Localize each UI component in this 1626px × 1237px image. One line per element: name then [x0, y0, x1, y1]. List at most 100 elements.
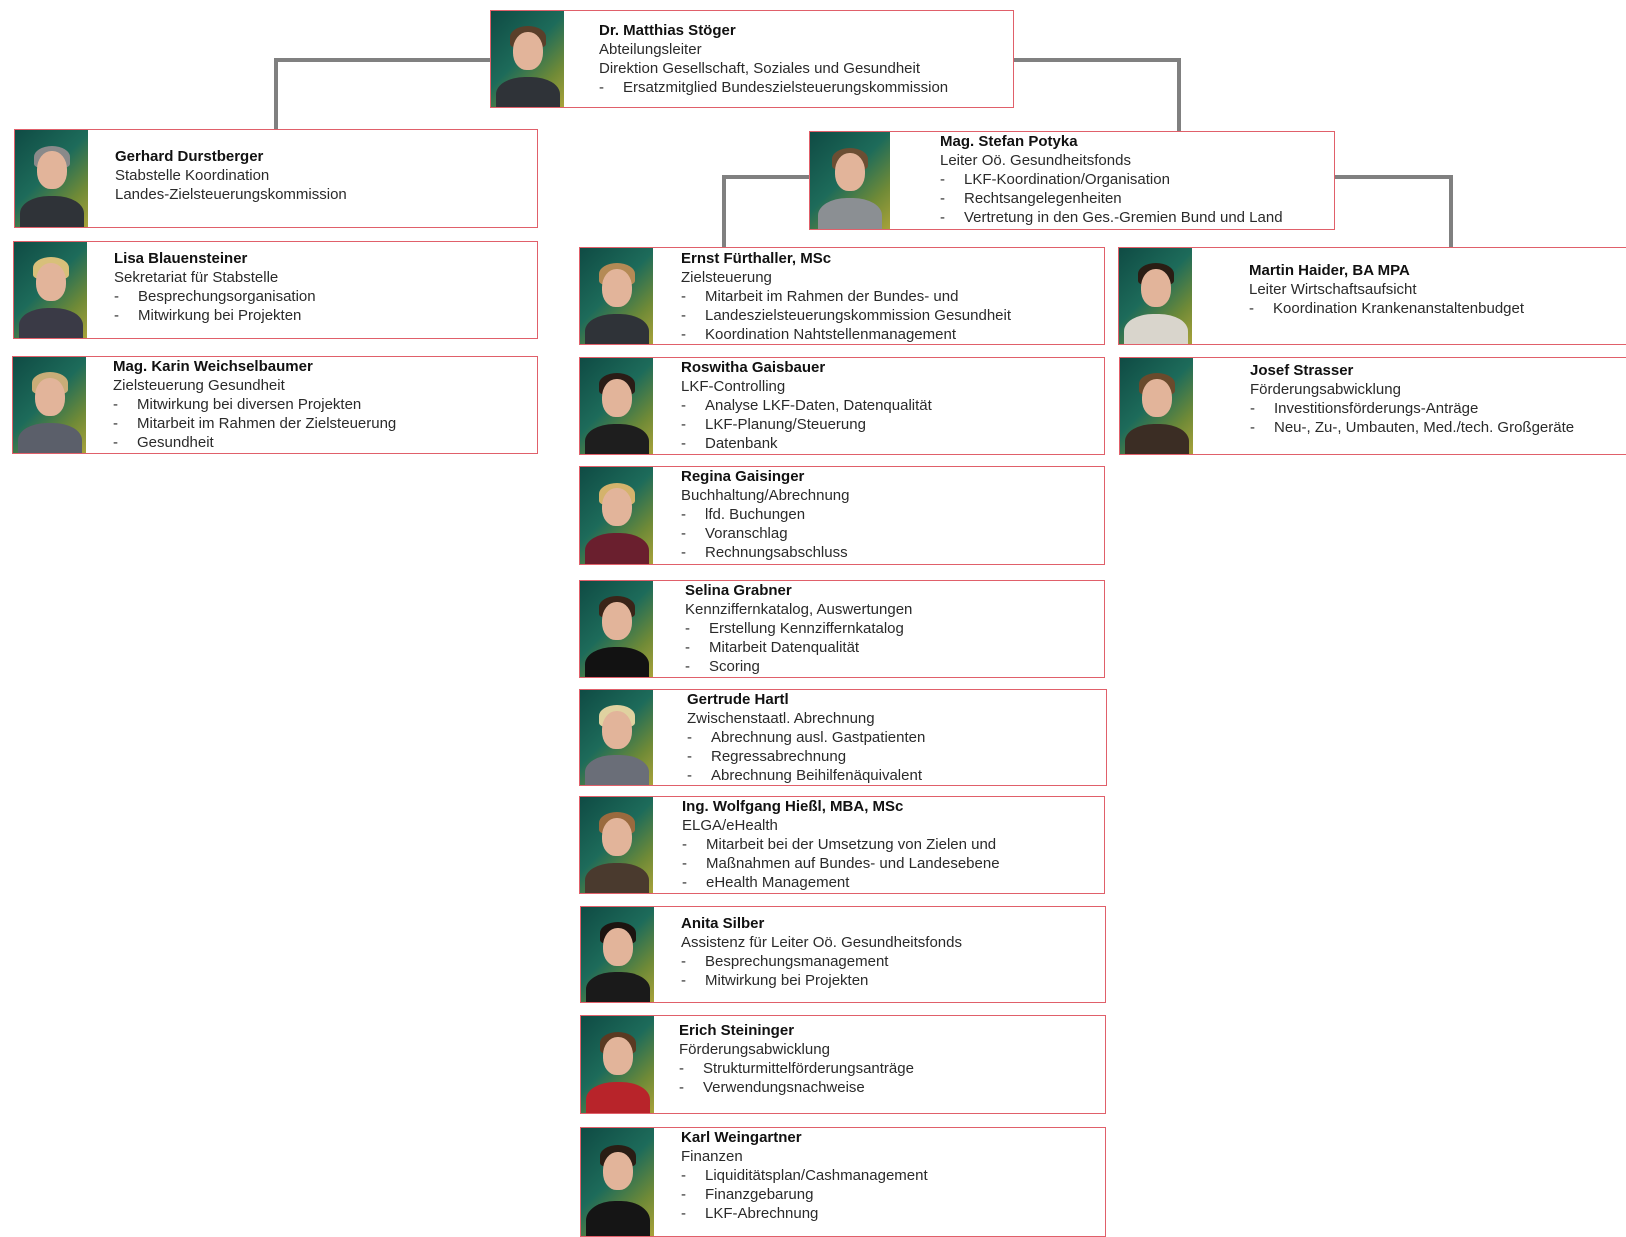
responsibility-item: -Finanzgebarung — [681, 1185, 1099, 1204]
person-role: ELGA/eHealth — [682, 817, 778, 834]
bullet-dash-icon: - — [940, 171, 945, 188]
portrait-photo — [580, 248, 653, 344]
portrait-photo — [15, 130, 88, 227]
responsibility-text: Neu-, Zu-, Umbauten, Med./tech. Großgerä… — [1274, 419, 1575, 436]
bullet-dash-icon: - — [114, 288, 119, 305]
responsibility-item: - Voranschlag — [681, 524, 1098, 543]
responsibility-text: Analyse LKF-Daten, Datenqualität — [705, 397, 932, 414]
responsibility-text: Verwendungsnachweise — [703, 1079, 865, 1096]
person-name: Karl Weingartner — [681, 1129, 802, 1146]
bullet-dash-icon: - — [679, 1060, 684, 1077]
responsibility-item: -lfd. Buchungen — [681, 505, 1098, 524]
portrait-photo — [14, 242, 87, 338]
responsibility-item: -Abrechnung ausl. Gastpatienten — [687, 728, 1100, 747]
responsibility-text: Strukturmittelförderungsanträge — [703, 1060, 914, 1077]
person-role: Buchhaltung/Abrechnung — [681, 487, 850, 504]
responsibility-item: - Vertretung in den Ges.-Gremien Bund und… — [940, 208, 1328, 227]
responsibility-item: -Mitarbeit bei der Umsetzung von Zielen … — [682, 835, 1098, 854]
responsibility-item: -Investitionsförderungs-Anträge — [1250, 399, 1626, 418]
person-name: Ernst Fürthaller, MSc — [681, 250, 832, 267]
person-name: Selina Grabner — [685, 582, 792, 599]
responsibility-item: -Gesundheit — [113, 433, 531, 452]
person-name: Gerhard Durstberger — [115, 148, 264, 165]
responsibility-text: Voranschlag — [705, 525, 788, 542]
responsibility-item: - Mitwirkung bei Projekten — [681, 971, 1099, 990]
responsibility-text: Mitwirkung bei diversen Projekten — [137, 396, 362, 413]
bullet-dash-icon: - — [1249, 300, 1254, 317]
bullet-dash-icon: - — [940, 190, 945, 207]
responsibility-item: - Abrechnung Beihilfenäquivalent — [687, 766, 1100, 785]
bullet-dash-icon: - — [682, 836, 687, 853]
person-role: LKF-Controlling — [681, 378, 786, 395]
person-role: Leiter Oö. Gesundheitsfonds — [940, 152, 1131, 169]
responsibility-text: Investitionsförderungs-Anträge — [1274, 400, 1479, 417]
responsibility-text: Scoring — [709, 658, 760, 675]
responsibility-text: Mitwirkung bei Projekten — [705, 972, 869, 989]
portrait-photo — [1120, 358, 1193, 454]
responsibility-text: Liquiditätsplan/Cashmanagement — [705, 1167, 928, 1184]
responsibility-item: -Mitarbeit Datenqualität — [685, 638, 1098, 657]
responsibility-text: Landeszielsteuerungskommission Gesundhei… — [705, 307, 1012, 324]
responsibility-item: -Maßnahmen auf Bundes- und Landesebene — [682, 854, 1098, 873]
connector-potyka-to-haider — [1334, 175, 1453, 247]
bullet-dash-icon: - — [681, 397, 686, 414]
bullet-dash-icon: - — [114, 307, 119, 324]
person-department: Direktion Gesellschaft, Soziales und Ges… — [599, 60, 921, 77]
bullet-dash-icon: - — [681, 326, 686, 343]
connector-head-to-potyka — [1013, 58, 1181, 131]
responsibility-text: Besprechungsmanagement — [705, 953, 889, 970]
bullet-dash-icon: - — [681, 1205, 686, 1222]
bullet-dash-icon: - — [113, 434, 118, 451]
portrait-photo — [581, 1128, 654, 1236]
portrait-photo — [13, 357, 86, 453]
bullet-dash-icon: - — [940, 209, 945, 226]
responsibility-item: -Besprechungsmanagement — [681, 952, 1099, 971]
responsibility-text: Vertretung in den Ges.-Gremien Bund und … — [964, 209, 1283, 226]
person-role: Zielsteuerung Gesundheit — [113, 377, 285, 394]
person-role: Förderungsabwicklung — [1250, 381, 1401, 398]
portrait-photo — [1119, 248, 1192, 344]
bullet-dash-icon: - — [687, 767, 692, 784]
responsibility-item: - Analyse LKF-Daten, Datenqualität — [681, 396, 1098, 415]
person-name: Martin Haider, BA MPA — [1249, 262, 1410, 279]
person-name: Dr. Matthias Stöger — [599, 22, 736, 39]
responsibility-item: -Mitwirkung bei Projekten — [114, 306, 531, 325]
person-name: Mag. Stefan Potyka — [940, 133, 1078, 150]
person-role: Förderungsabwicklung — [679, 1041, 830, 1058]
responsibility-item: - Strukturmittelförderungsanträge — [679, 1059, 1099, 1078]
responsibility-item: -Ersatzmitglied Bundeszielsteuerungskomm… — [599, 78, 1007, 97]
portrait-photo — [580, 467, 653, 564]
responsibility-text: Besprechungsorganisation — [138, 288, 316, 305]
connector-potyka-to-fuerthaller — [722, 175, 809, 247]
responsibility-text: Mitarbeit Datenqualität — [709, 639, 860, 656]
person-role: Zielsteuerung — [681, 269, 772, 286]
responsibility-text: Regressabrechnung — [711, 748, 847, 765]
responsibility-text: Abrechnung Beihilfenäquivalent — [711, 767, 922, 784]
bullet-dash-icon: - — [113, 396, 118, 413]
responsibility-text: Koordination Nahtstellenmanagement — [705, 326, 956, 343]
responsibility-item: -Landeszielsteuerungskommission Gesundhe… — [681, 306, 1098, 325]
person-role: Abteilungsleiter — [599, 41, 702, 58]
bullet-dash-icon: - — [682, 874, 687, 891]
bullet-dash-icon: - — [681, 972, 686, 989]
person-name: Regina Gaisinger — [681, 468, 805, 485]
portrait-photo — [580, 358, 653, 454]
bullet-dash-icon: - — [681, 525, 686, 542]
bullet-dash-icon: - — [687, 729, 692, 746]
bullet-dash-icon: - — [113, 415, 118, 432]
responsibility-item: -Scoring — [685, 657, 1098, 676]
responsibility-text: eHealth Management — [706, 874, 850, 891]
